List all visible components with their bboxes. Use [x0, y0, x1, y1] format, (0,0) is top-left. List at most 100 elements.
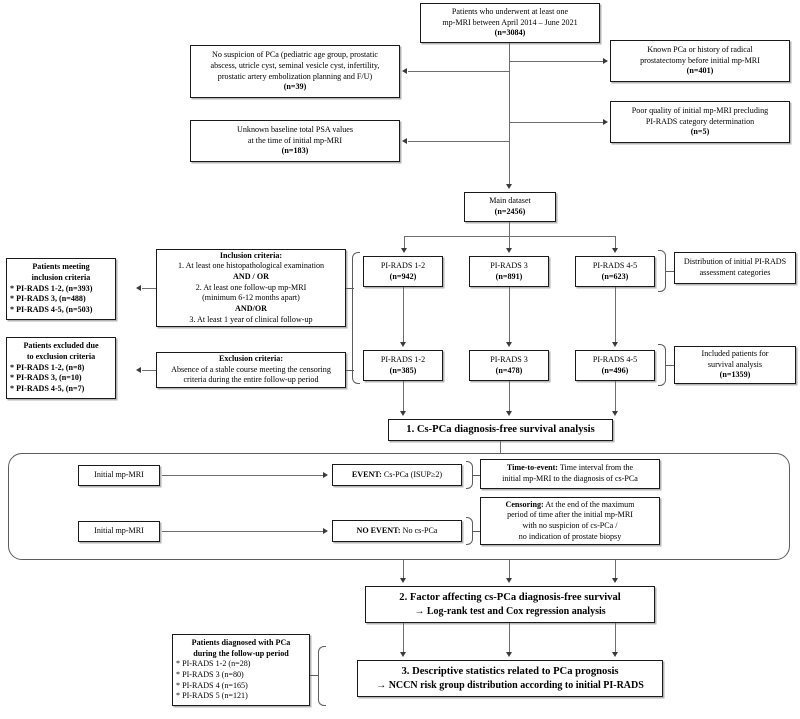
node-pirads-initial-2: PI-RADS 3 (n=891) [469, 256, 549, 287]
initial-mri-noevent-label: Initial mp-MRI [94, 526, 144, 536]
group-survival-detail [8, 453, 790, 560]
initial-mri-event-label: Initial mp-MRI [94, 470, 144, 480]
node-excl-no-suspicion: No suspicion of PCa (pediatric age group… [190, 45, 400, 98]
node-pirads-included-caption: Included patients for survival analysis … [674, 346, 796, 384]
connector-included-3-down [615, 381, 617, 412]
arrow-to-pirads-included-3 [612, 342, 618, 347]
pirads-initial-2-count: (n=891) [495, 271, 523, 281]
event-rest: Cs-PCa (ISUP≥2) [381, 469, 443, 479]
noevent-rest: No cs-PCa [400, 525, 438, 535]
pirads-initial-1-count: (n=942) [389, 271, 417, 281]
node-inclusion-criteria: Inclusion criteria: 1. At least one hist… [156, 249, 346, 327]
pirads-included-caption-count: (n=1359) [719, 370, 751, 380]
node-exclusion-criteria: Exclusion criteria: Absence of a stable … [156, 352, 346, 388]
censoring-line4: no indication of prostate biopsy [518, 531, 622, 541]
arrow-to-pirads-included-1 [400, 342, 406, 347]
time-to-event-bold: Time-to-event: [506, 463, 558, 473]
time-to-event-line1: Time-to-event: Time interval from the [507, 463, 633, 474]
excl-known-pca-line2: prostatectomy before initial mp-MRI [640, 55, 760, 65]
pirads-included-3-label: PI-RADS 4-5 [592, 354, 638, 364]
node-patients-diagnosed: Patients diagnosed with PCa during the f… [172, 634, 310, 706]
node-event: EVENT: Cs-PCa (ISUP≥2) [332, 464, 462, 486]
patients-diagnosed-heading2: during the follow-up period [193, 648, 289, 658]
time-to-event-line2: initial mp-MRI to the diagnosis of cs-PC… [502, 474, 638, 483]
main-dataset-label: Main dataset [489, 196, 531, 206]
arrow-to-pirads-included-2 [506, 342, 512, 347]
connector-spine-to-no-suspicion [408, 71, 509, 73]
connector-to-step2-b [509, 560, 511, 579]
connector-main-down [509, 222, 511, 236]
connector-included-1-down [403, 381, 405, 412]
connector-exclusion-to-summary [142, 370, 156, 372]
connector-noevent-arrow-line [162, 531, 324, 533]
excl-poor-quality-count: (n=5) [690, 127, 710, 137]
pirads-included-1-count: (n=385) [389, 365, 417, 375]
pirads-included-caption-line1: Included patients for [701, 349, 769, 358]
node-pirads-initial-1: PI-RADS 1-2 (n=942) [363, 256, 443, 287]
arrow-to-step1-a [400, 411, 406, 416]
patients-meeting-item-2: * PI-RADS 3, (n=488) [10, 294, 86, 304]
censoring-line1: Censoring: At the end of the maximum [505, 500, 634, 511]
brace-tick-event [473, 475, 480, 477]
arrow-to-step2-c [612, 578, 618, 583]
node-initial-mri-noevent: Initial mp-MRI [78, 521, 160, 542]
step3-line2: → NCCN risk group distribution according… [376, 679, 644, 691]
arrow-to-step1-b [506, 411, 512, 416]
inclusion-criteria-heading: Inclusion criteria: [219, 250, 283, 260]
pirads-included-caption-line2: survival analysis [707, 359, 763, 369]
excl-known-pca-line1: Known PCa or history of radical [647, 44, 753, 54]
brace-tick-pirads-included [666, 365, 674, 367]
node-excl-known-pca: Known PCa or history of radical prostate… [610, 40, 790, 82]
patients-meeting-item-3: * PI-RADS 4-5, (n=503) [10, 305, 93, 314]
excl-known-pca-count: (n=401) [686, 66, 714, 76]
exclusion-criteria-line1: Absence of a stable course meeting the c… [171, 364, 331, 374]
arrow-to-no-suspicion [402, 68, 407, 74]
source-cohort-count: (n=3084) [494, 28, 526, 38]
excl-poor-quality-line2: PI-RADS category determination [645, 116, 755, 126]
excl-unknown-psa-line2: at the time of initial mp-MRI [247, 135, 343, 145]
censoring-line2: period of time after the initial mp-MRI [507, 510, 633, 520]
pirads-initial-3-count: (n=623) [601, 271, 629, 281]
patients-meeting-heading2: inclusion criteria [31, 272, 91, 282]
connector-spine-main [509, 43, 511, 186]
arrow-to-poor-quality [603, 119, 608, 125]
node-source-cohort: Patients who underwent at least one mp-M… [420, 3, 600, 43]
connector-fan-right [615, 236, 617, 249]
arrow-to-step2-b [506, 578, 512, 583]
brace-pirads-included [658, 344, 666, 386]
connector-step2-to-step3-c [615, 623, 617, 653]
node-patients-meeting-inclusion: Patients meeting inclusion criteria * PI… [6, 258, 116, 320]
pirads-included-3-count: (n=496) [601, 365, 629, 375]
inclusion-criteria-line2: AND / OR [233, 272, 269, 281]
brace-tick-noevent [473, 531, 480, 533]
connector-included-2-down [509, 381, 511, 412]
pirads-included-2-label: PI-RADS 3 [490, 354, 528, 364]
connector-pirads-1-down [403, 287, 405, 343]
node-pirads-included-3: PI-RADS 4-5 (n=496) [575, 350, 655, 381]
arrow-to-step2-a [400, 578, 406, 583]
node-main-dataset: Main dataset (n=2456) [464, 192, 556, 222]
node-excl-unknown-psa: Unknown baseline total PSA values at the… [190, 120, 400, 162]
event-bold: EVENT: [351, 469, 382, 479]
node-step3: 3. Descriptive statistics related to PCa… [357, 660, 663, 697]
excl-poor-quality-line1: Poor quality of initial mp-MRI precludin… [631, 105, 769, 115]
inclusion-criteria-line1: 1. At least one histopathological examin… [177, 261, 325, 271]
brace-tick-pirads-initial [666, 271, 674, 273]
node-noevent: NO EVENT: No cs-PCa [332, 520, 462, 542]
step2-line1: 2. Factor affecting cs-PCa diagnosis-fre… [399, 591, 621, 603]
brace-event [466, 461, 473, 489]
arrow-to-step3-b [506, 652, 512, 657]
inclusion-criteria-line4: (minimum 6-12 months apart) [202, 293, 300, 303]
patients-diagnosed-item-3: * PI-RADS 4 (n=165) [176, 680, 248, 690]
arrow-to-pirads-initial-1 [401, 248, 407, 253]
connector-pirads-3-down [615, 287, 617, 343]
pirads-initial-1-label: PI-RADS 1-2 [380, 260, 426, 270]
patients-excluded-heading1: Patients excluded due [23, 341, 99, 351]
connector-fan-left [404, 236, 406, 249]
main-dataset-count: (n=2456) [494, 207, 526, 216]
censoring-bold: Censoring: [505, 499, 544, 509]
source-cohort-line2: mp-MRI between April 2014 – June 2021 [442, 17, 578, 27]
arrow-to-known-pca [603, 58, 608, 64]
excl-unknown-psa-count: (n=183) [281, 146, 309, 156]
